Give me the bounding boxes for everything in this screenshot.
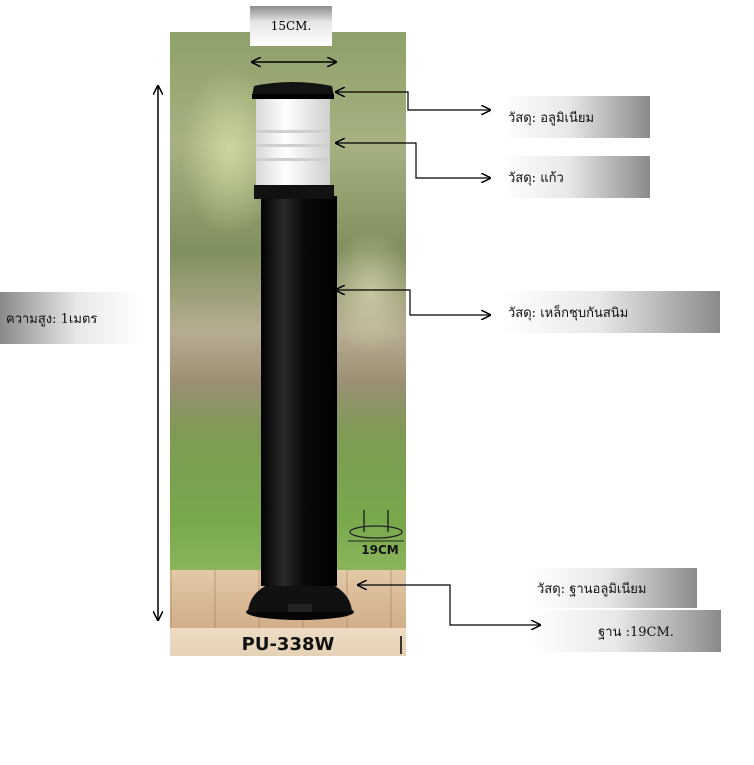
lamp-collar xyxy=(254,185,334,199)
cap-material-label: วัสดุ: อลูมิเนียม xyxy=(502,96,650,138)
lamp-cap xyxy=(252,82,334,96)
glass-line xyxy=(256,158,330,161)
pole-arrow xyxy=(336,290,490,315)
glass-material-label: วัสดุ: แก้ว xyxy=(502,156,650,198)
model-name: PU-338W xyxy=(241,633,335,655)
lamp-base-ring xyxy=(288,604,312,612)
base-diameter-icon xyxy=(348,510,404,542)
pole-material-label: วัสดุ: เหล็กชุบกันสนิม xyxy=(502,291,720,333)
width-label: 15CM. xyxy=(250,6,332,46)
base-arrow xyxy=(358,585,540,625)
glass-arrow xyxy=(336,143,490,178)
height-label: ความสูง: 1เมตร xyxy=(0,292,140,344)
base-size-label: ฐาน :19CM. xyxy=(531,610,721,652)
caption-strip xyxy=(170,628,406,656)
lamp-glass xyxy=(256,96,330,188)
glass-line xyxy=(256,130,330,133)
bollard-lamp xyxy=(246,82,354,620)
base-material-label: วัสดุ: ฐานอลูมิเนียม xyxy=(531,568,697,608)
cap-arrow xyxy=(336,92,490,110)
lamp-pole xyxy=(261,196,337,586)
base-icon-label: 19CM xyxy=(361,543,399,557)
glass-line xyxy=(256,144,330,147)
lamp-cap-rim xyxy=(252,94,334,99)
